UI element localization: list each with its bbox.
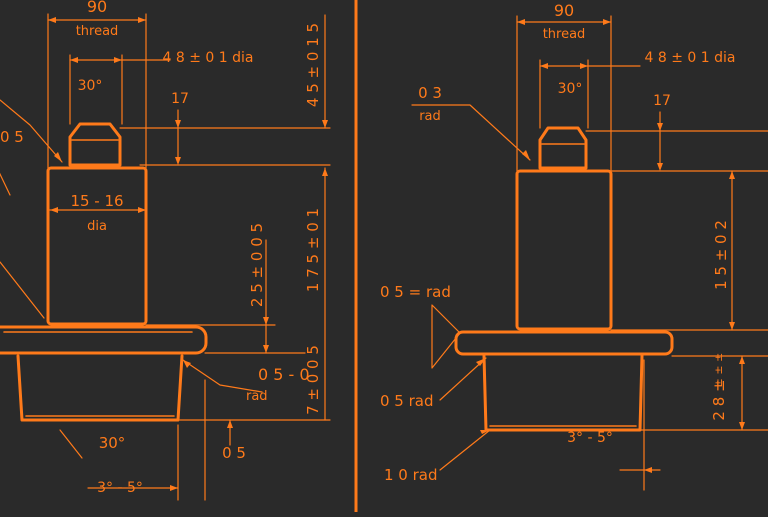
left-dia-label: dia <box>87 219 107 234</box>
right-view: 90 thread 4 8 ± 0 1 dia 0 3 rad 30° 17 0… <box>380 1 768 491</box>
right-leader-03 <box>411 104 531 161</box>
left-dim-thread-width: 90 <box>87 0 107 16</box>
left-body <box>46 166 148 326</box>
right-dim-17: 17 <box>653 93 671 109</box>
right-dim-15: 1 5 ± 0 2 <box>712 220 730 290</box>
left-dim-taper: 3° - 5° <box>97 480 143 496</box>
left-dim-base-rad: 0 5 - 0 <box>258 365 310 384</box>
left-leader-angle <box>59 429 83 459</box>
right-arrow <box>540 63 548 69</box>
left-dim-thread-dia: 4 8 ± 0 1 dia <box>163 50 254 66</box>
right-thread-label: thread <box>543 27 586 42</box>
left-arrow <box>138 17 146 23</box>
right-arrow <box>644 467 652 473</box>
right-arrow <box>729 171 735 179</box>
left-dim-17: 17 <box>171 91 189 107</box>
left-arrow <box>322 120 328 128</box>
left-arrow <box>48 17 56 23</box>
right-arrow <box>657 123 663 131</box>
right-dim-10-rad: 1 0 rad <box>384 466 438 484</box>
left-dim-height-top: 4 5 ± 0 1 5 <box>304 23 322 107</box>
right-arrow <box>603 19 611 25</box>
right-arrow <box>480 430 490 434</box>
left-arrow <box>183 360 191 368</box>
left-arrow <box>175 157 181 165</box>
left-arrow <box>322 168 328 176</box>
right-dim-thread-width: 90 <box>554 1 574 20</box>
left-leader-rad <box>0 99 63 163</box>
left-arrow <box>50 207 58 213</box>
right-dim-taper: 3° - 5° <box>567 430 613 446</box>
left-arrow <box>54 152 62 162</box>
right-dim-28-small: ± ± ± <box>712 353 725 388</box>
right-arrow <box>476 358 486 366</box>
right-rad-label-top: rad <box>419 109 441 124</box>
left-dim-base-angle: 30° <box>99 434 126 452</box>
right-dim-thread-dia: 4 8 ± 0 1 dia <box>645 50 736 66</box>
left-arrow <box>263 317 269 325</box>
left-flange <box>0 325 208 355</box>
right-arrow <box>517 19 525 25</box>
right-arrow <box>739 356 745 364</box>
left-leader-3 <box>0 261 45 319</box>
left-arrow <box>70 57 78 63</box>
left-arrow <box>138 207 146 213</box>
right-leader-10 <box>439 429 491 471</box>
right-dim-chamfer-angle: 30° <box>558 81 583 97</box>
right-body <box>515 169 613 331</box>
right-arrow <box>522 150 530 160</box>
right-leader-05-rad <box>431 304 461 369</box>
left-view: 90 thread 4 8 ± 0 1 dia 30° 17 0 5 15 - … <box>0 0 331 501</box>
left-arrow <box>170 485 178 491</box>
left-arrow <box>227 420 233 428</box>
left-arrow <box>175 120 181 128</box>
left-leader-2 <box>0 172 11 196</box>
left-leader-base-rad <box>182 359 263 393</box>
left-thread-label: thread <box>76 24 119 39</box>
right-arrow <box>657 163 663 171</box>
left-base-cup <box>16 354 184 422</box>
right-arrow <box>580 63 588 69</box>
right-base-cup <box>482 354 644 432</box>
left-dim-chamfer-angle: 30° <box>78 78 103 94</box>
right-arrow <box>729 322 735 330</box>
right-thread-cap <box>538 126 588 170</box>
right-dim-03: 0 3 <box>418 84 442 102</box>
right-dim-28: 2 8 ± <box>710 379 728 420</box>
left-thread-cap <box>68 122 122 167</box>
left-dim-175: 1 7 5 ± 0 1 <box>304 208 322 292</box>
right-dim-05-rad: 0 5 = rad <box>380 283 451 301</box>
left-dim-bottom-05: 0 5 <box>222 444 246 462</box>
left-dim-7005: 7 ± 0 0 5 <box>304 345 322 415</box>
left-arrow <box>263 345 269 353</box>
left-dim-rad-05: 0 5 <box>0 128 24 146</box>
left-arrow <box>114 57 122 63</box>
right-leader-05-lower <box>439 357 487 401</box>
left-dim-body-dia: 15 - 16 <box>70 192 123 210</box>
left-rad-label: rad <box>246 389 268 404</box>
left-dim-25: 2 5 ± 0 0 5 <box>248 223 266 307</box>
right-dim-05-rad-lower: 0 5 rad <box>380 392 434 410</box>
right-arrow <box>739 422 745 430</box>
right-flange <box>454 330 674 356</box>
